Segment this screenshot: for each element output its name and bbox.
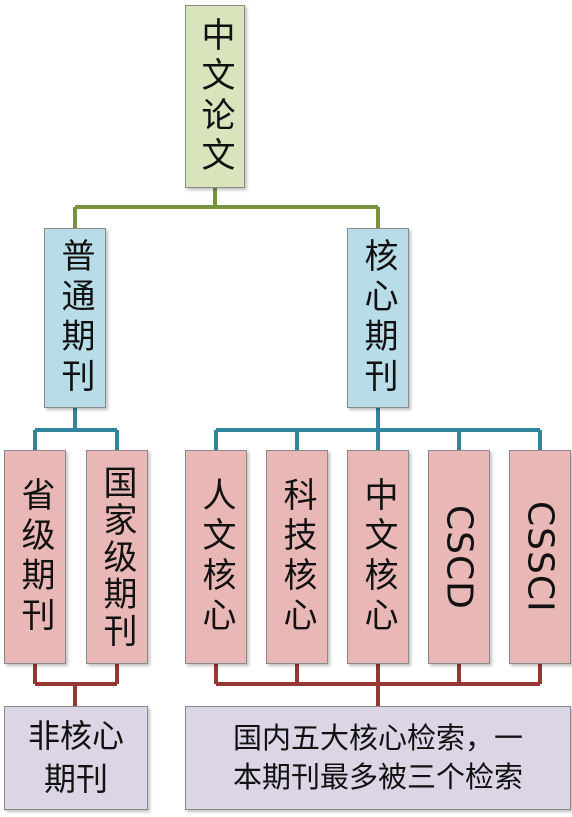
ordinary-journal-node: 普通期刊 (44, 228, 106, 408)
non-core-note-line1: 非核心 (27, 716, 124, 755)
ordinary-journal-label: 普通期刊 (55, 238, 95, 398)
non-core-note-line2: 期刊 (43, 760, 108, 798)
non-core-note: 非核心 期刊 (4, 706, 148, 810)
core-summary-note-line2: 本期刊最多被三个检索 (232, 760, 523, 794)
core-journal-label: 核心期刊 (358, 238, 398, 398)
provincial-journal-node: 省级期刊 (4, 450, 66, 664)
cssci-node: CSSCI (509, 450, 571, 664)
sci-tech-core-node: 科技核心 (266, 450, 328, 664)
humanities-core-node: 人文核心 (185, 450, 247, 664)
national-journal-node: 国家级期刊 (86, 450, 148, 664)
humanities-core-label: 人文核心 (196, 477, 236, 637)
provincial-journal-label: 省级期刊 (15, 477, 55, 637)
chinese-core-node: 中文核心 (347, 450, 409, 664)
cssci-label: CSSCI (519, 501, 561, 613)
chinese-core-label: 中文核心 (358, 477, 398, 637)
core-journal-node: 核心期刊 (347, 228, 409, 408)
core-summary-note: 国内五大核心检索，一 本期刊最多被三个检索 (185, 706, 571, 810)
root-node: 中文论文 (185, 5, 245, 188)
national-journal-label: 国家级期刊 (97, 464, 137, 650)
cscd-node: CSCD (428, 450, 490, 664)
root-label: 中文论文 (195, 16, 235, 177)
sci-tech-core-label: 科技核心 (277, 477, 317, 637)
core-summary-note-line1: 国内五大核心检索，一 (232, 720, 523, 755)
cscd-label: CSCD (438, 504, 480, 610)
